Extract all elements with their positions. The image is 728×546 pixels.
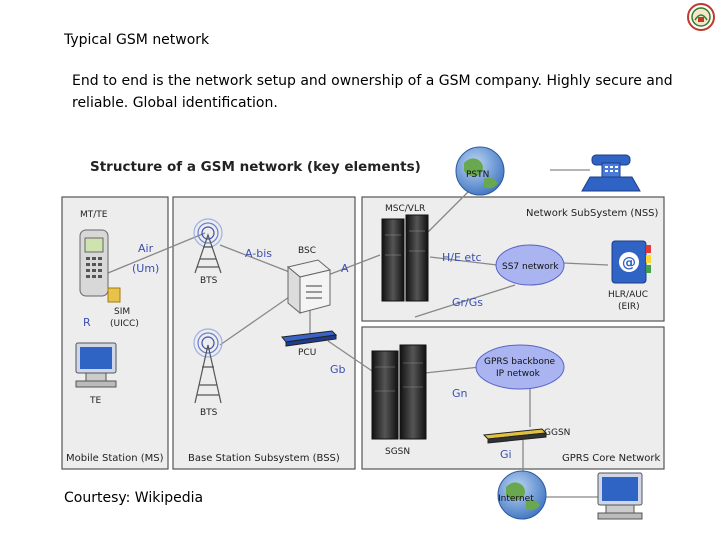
label-mt-te: MT/TE — [80, 210, 108, 220]
hlr-auc-addressbook-icon: @ — [611, 240, 651, 284]
internet-globe-icon — [497, 470, 547, 520]
gprs-box-label: GPRS Core Network — [562, 453, 661, 464]
label-te: TE — [89, 396, 101, 406]
pcu-unit-icon — [281, 330, 338, 347]
bts-top-tower-icon — [193, 218, 223, 274]
slide-title: Typical GSM network — [64, 32, 210, 48]
bss-box-label: Base Station Subsystem (BSS) — [188, 453, 340, 464]
gsm-network-diagram: Structure of a GSM network (key elements… — [61, 146, 665, 520]
label-sgsn: SGSN — [385, 447, 410, 457]
slide-body-text: End to end is the network setup and owne… — [72, 73, 673, 111]
mobile-station-box — [61, 196, 169, 470]
label-um: (Um) — [132, 262, 159, 275]
mobile-phone-icon — [79, 229, 109, 297]
courtesy-credit: Courtesy: Wikipedia — [64, 490, 204, 506]
sgsn-server-icon — [371, 344, 427, 440]
label-sim: SIM — [114, 307, 130, 317]
label-eir: (EIR) — [618, 302, 640, 312]
label-ggsn: GGSN — [544, 428, 570, 438]
sim-card-icon — [107, 287, 121, 303]
ss7-network-ellipse — [495, 244, 565, 286]
label-uicc: (UICC) — [110, 319, 139, 329]
label-he-etc: H/E etc — [442, 251, 482, 264]
label-air: Air — [138, 242, 154, 255]
pstn-globe-icon — [455, 146, 505, 196]
label-a-bis: A-bis — [245, 247, 272, 260]
internet-computer-icon — [597, 472, 643, 520]
diagram-title: Structure of a GSM network (key elements… — [90, 159, 421, 175]
gprs-backbone-ellipse — [475, 344, 565, 390]
label-bsc: BSC — [298, 246, 316, 256]
label-pstn: PSTN — [466, 170, 489, 180]
label-a: A — [341, 262, 349, 275]
te-computer-icon — [75, 342, 117, 388]
label-gr-gs: Gr/Gs — [452, 296, 483, 309]
label-gn: Gn — [452, 387, 468, 400]
ggsn-unit-icon — [482, 428, 548, 444]
telephone-icon — [581, 154, 641, 192]
label-gi: Gi — [500, 448, 512, 461]
label-pcu: PCU — [298, 348, 316, 358]
svg-text:@: @ — [622, 255, 636, 271]
msc-vlr-server-icon — [381, 214, 429, 302]
nss-box-label: Network SubSystem (NSS) — [526, 208, 659, 219]
label-r: R — [83, 316, 91, 329]
label-gb: Gb — [330, 363, 346, 376]
institution-logo-icon — [687, 3, 715, 31]
label-ss7: SS7 network — [502, 262, 559, 272]
label-ip-netwok: IP netwok — [496, 369, 541, 379]
ms-box-label: Mobile Station (MS) — [66, 453, 164, 464]
label-bts-top: BTS — [200, 276, 218, 286]
bsc-unit-icon — [286, 259, 332, 315]
label-msc-vlr: MSC/VLR — [385, 204, 425, 214]
label-internet: Internet — [498, 494, 534, 504]
label-gprs-backbone: GPRS backbone — [484, 357, 556, 367]
bts-bottom-tower-icon — [193, 328, 223, 404]
label-hlr-auc: HLR/AUC — [608, 290, 648, 300]
label-bts-bottom: BTS — [200, 408, 218, 418]
